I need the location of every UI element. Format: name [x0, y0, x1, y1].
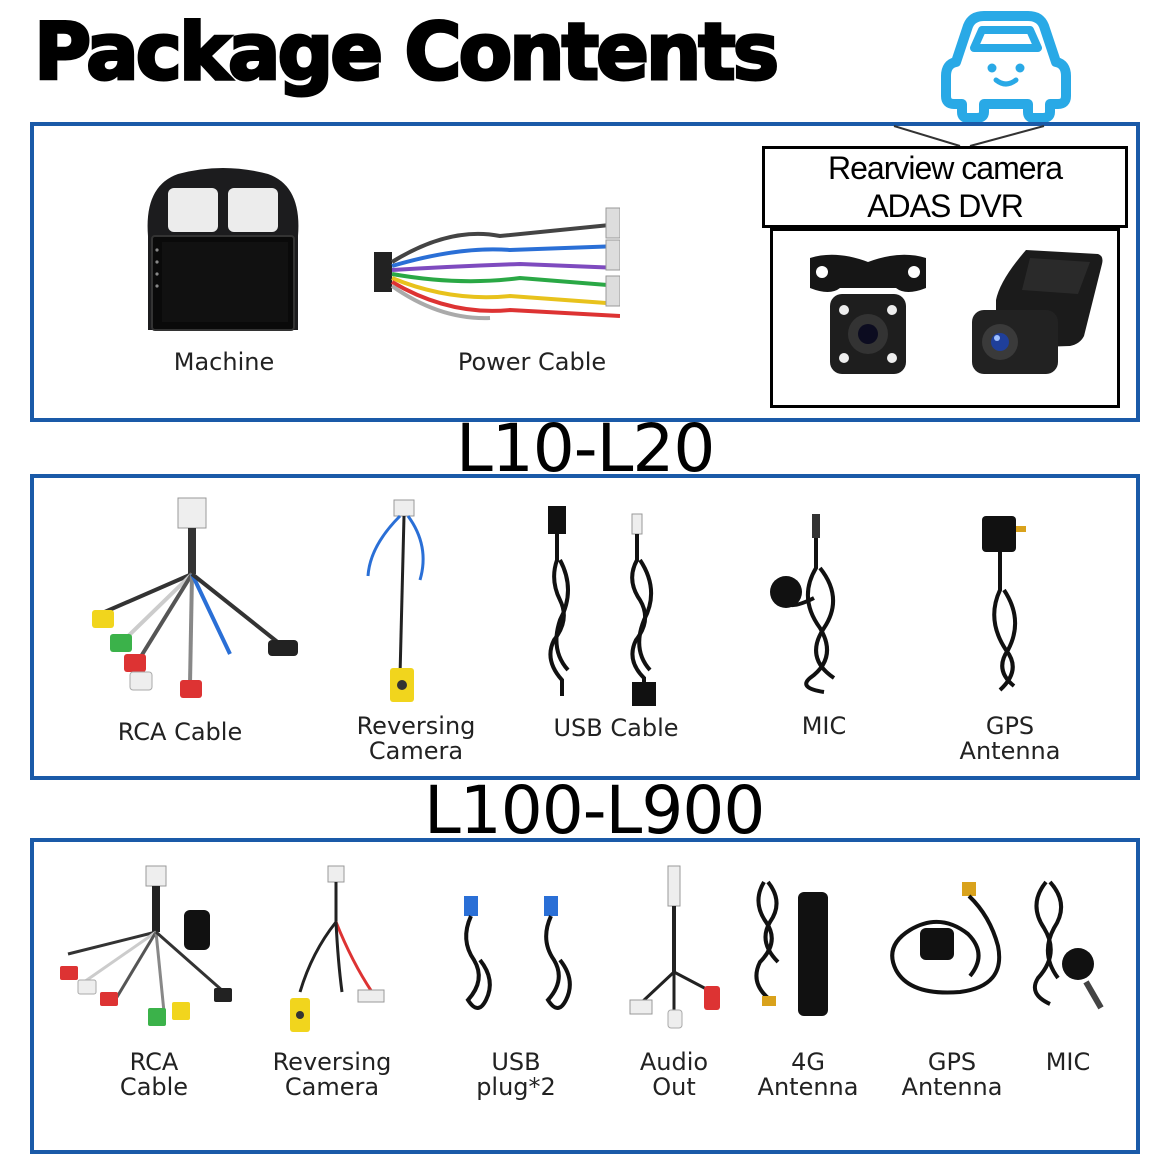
reversing-camera-label-l100: Reversing Camera: [272, 1048, 392, 1102]
audio-out-label: Audio Out: [639, 1048, 709, 1102]
camera-title-line2: ADAS DVR: [867, 188, 1024, 224]
gps-antenna-label-l100: GPS Antenna: [901, 1048, 1003, 1102]
mic-label-l10: MIC: [801, 712, 847, 740]
usb-cable-image: [548, 506, 656, 706]
car-stereo-machine-image: [147, 168, 299, 331]
power-cable-image: [374, 207, 620, 321]
section-label-l100-l900: L100-L900: [424, 772, 765, 849]
reversing-camera-label-l10: Reversing Camera: [356, 712, 476, 766]
camera-pointer-lines: [893, 125, 1045, 147]
reversing-camera-cable-image-l100: [290, 865, 385, 1032]
mic-label-l100: MIC: [1045, 1048, 1091, 1076]
reversing-camera-cable-image: [366, 499, 425, 702]
4g-antenna-label: 4G Antenna: [757, 1048, 859, 1102]
adas-dvr-image: [972, 250, 1103, 374]
gps-antenna-image: [982, 516, 1026, 692]
rca-cable-label-l10: RCA Cable: [117, 718, 243, 746]
audio-out-cable-image: [629, 865, 720, 1029]
car-smiley-icon: [941, 11, 1071, 123]
gps-antenna-image-l100: [890, 882, 1002, 995]
usb-cable-label-l10: USB Cable: [553, 714, 679, 742]
rca-cable-label-l100: RCA Cable: [119, 1048, 189, 1102]
camera-title-line1: Rearview camera: [828, 150, 1063, 186]
section-label-l10-l20: L10-L20: [456, 410, 715, 487]
4g-antenna-image: [754, 880, 828, 1016]
camera-panel-title: Rearview camera ADAS DVR: [762, 146, 1128, 228]
page-title: Package Contents: [32, 8, 780, 98]
machine-label: Machine: [173, 348, 275, 376]
usb-plug-image: [464, 896, 572, 1010]
power-cable-label: Power Cable: [457, 348, 607, 376]
gps-antenna-label-l10: GPS Antenna: [959, 712, 1061, 766]
rca-cable-image-l100: [60, 865, 232, 1026]
usb-plug-label: USB plug*2: [476, 1048, 556, 1102]
microphone-image: [770, 514, 836, 694]
rca-cable-image: [92, 497, 298, 698]
rearview-camera-image: [810, 254, 926, 374]
microphone-image-l100: [1033, 880, 1104, 1010]
